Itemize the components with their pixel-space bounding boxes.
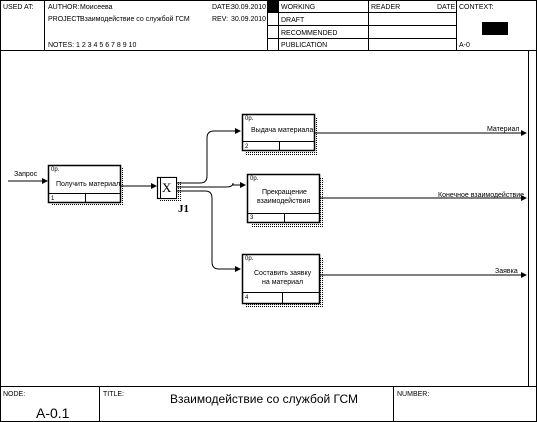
node-value: А-0.1	[36, 405, 70, 421]
input-label: Запрос	[14, 171, 38, 178]
box2-number: 2	[245, 144, 249, 150]
arrow-j1-box4	[177, 190, 241, 272]
project-label: PROJECT:	[48, 16, 82, 23]
box1-label: Получить материал	[56, 181, 121, 188]
junction-symbol: X	[162, 180, 172, 195]
rev-label: REV:	[212, 16, 229, 23]
context-label: CONTEXT:	[459, 4, 494, 11]
process-box-4[interactable]	[241, 253, 324, 309]
status-recommended[interactable]: RECOMMENDED	[281, 30, 338, 37]
process-box-1[interactable]	[47, 164, 125, 207]
output-label-2: Конечное взаимодействие	[438, 192, 525, 199]
diagram-title: Взаимодействие со службой ГСМ	[170, 392, 359, 406]
used-at-label: USED AT:	[3, 4, 34, 11]
reader-label: READER	[371, 4, 401, 11]
working-marker	[268, 1, 278, 12]
box3-number: 3	[250, 215, 254, 221]
box4-number: 4	[245, 295, 249, 301]
project-value: Взаимодействие со службой ГСМ	[80, 16, 190, 23]
date-label: DATE:	[212, 4, 233, 11]
arrow-j1-box3	[177, 182, 246, 188]
status-publication[interactable]: PUBLICATION	[281, 42, 328, 49]
box1-number: 1	[51, 196, 55, 202]
box4-label-line1: Составить заявку	[254, 270, 312, 277]
process-box-3[interactable]	[246, 173, 324, 228]
context-box	[482, 22, 508, 35]
date-value: 30.09.2010	[231, 4, 267, 11]
author-label: AUTHOR:	[48, 4, 80, 11]
reader-date-label: DATE	[437, 4, 456, 11]
author-value: Моисеева	[80, 4, 113, 11]
status-draft[interactable]: DRAFT	[281, 17, 305, 24]
box4-cost: 0р.	[245, 256, 254, 262]
process-box-2[interactable]	[241, 113, 319, 156]
number-label: NUMBER:	[397, 391, 430, 398]
arrow-j1-box2	[177, 128, 241, 184]
box3-cost: 0р.	[250, 176, 259, 182]
junction-label: J1	[178, 203, 189, 215]
output-label-1: Материал	[487, 126, 520, 133]
box3-label-line2: взаимодействия	[257, 198, 311, 205]
box2-label: Выдача материала	[251, 127, 314, 134]
box4-label-line2: на материал	[262, 279, 304, 286]
box2-cost: 0р.	[245, 116, 254, 122]
title-label: TITLE:	[103, 391, 125, 398]
notes: NOTES: 1 2 3 4 5 6 7 8 9 10	[48, 42, 137, 49]
context-node: A-0	[459, 42, 470, 49]
box1-cost: 0р.	[51, 167, 60, 173]
rev-value: 30.09.2010	[231, 16, 267, 23]
junction-j1[interactable]	[156, 176, 182, 203]
node-label: NODE:	[3, 391, 26, 398]
status-working[interactable]: WORKING	[281, 4, 316, 11]
box3-label-line1: Прекращение	[262, 189, 307, 196]
output-label-3: Заявка	[495, 268, 518, 275]
